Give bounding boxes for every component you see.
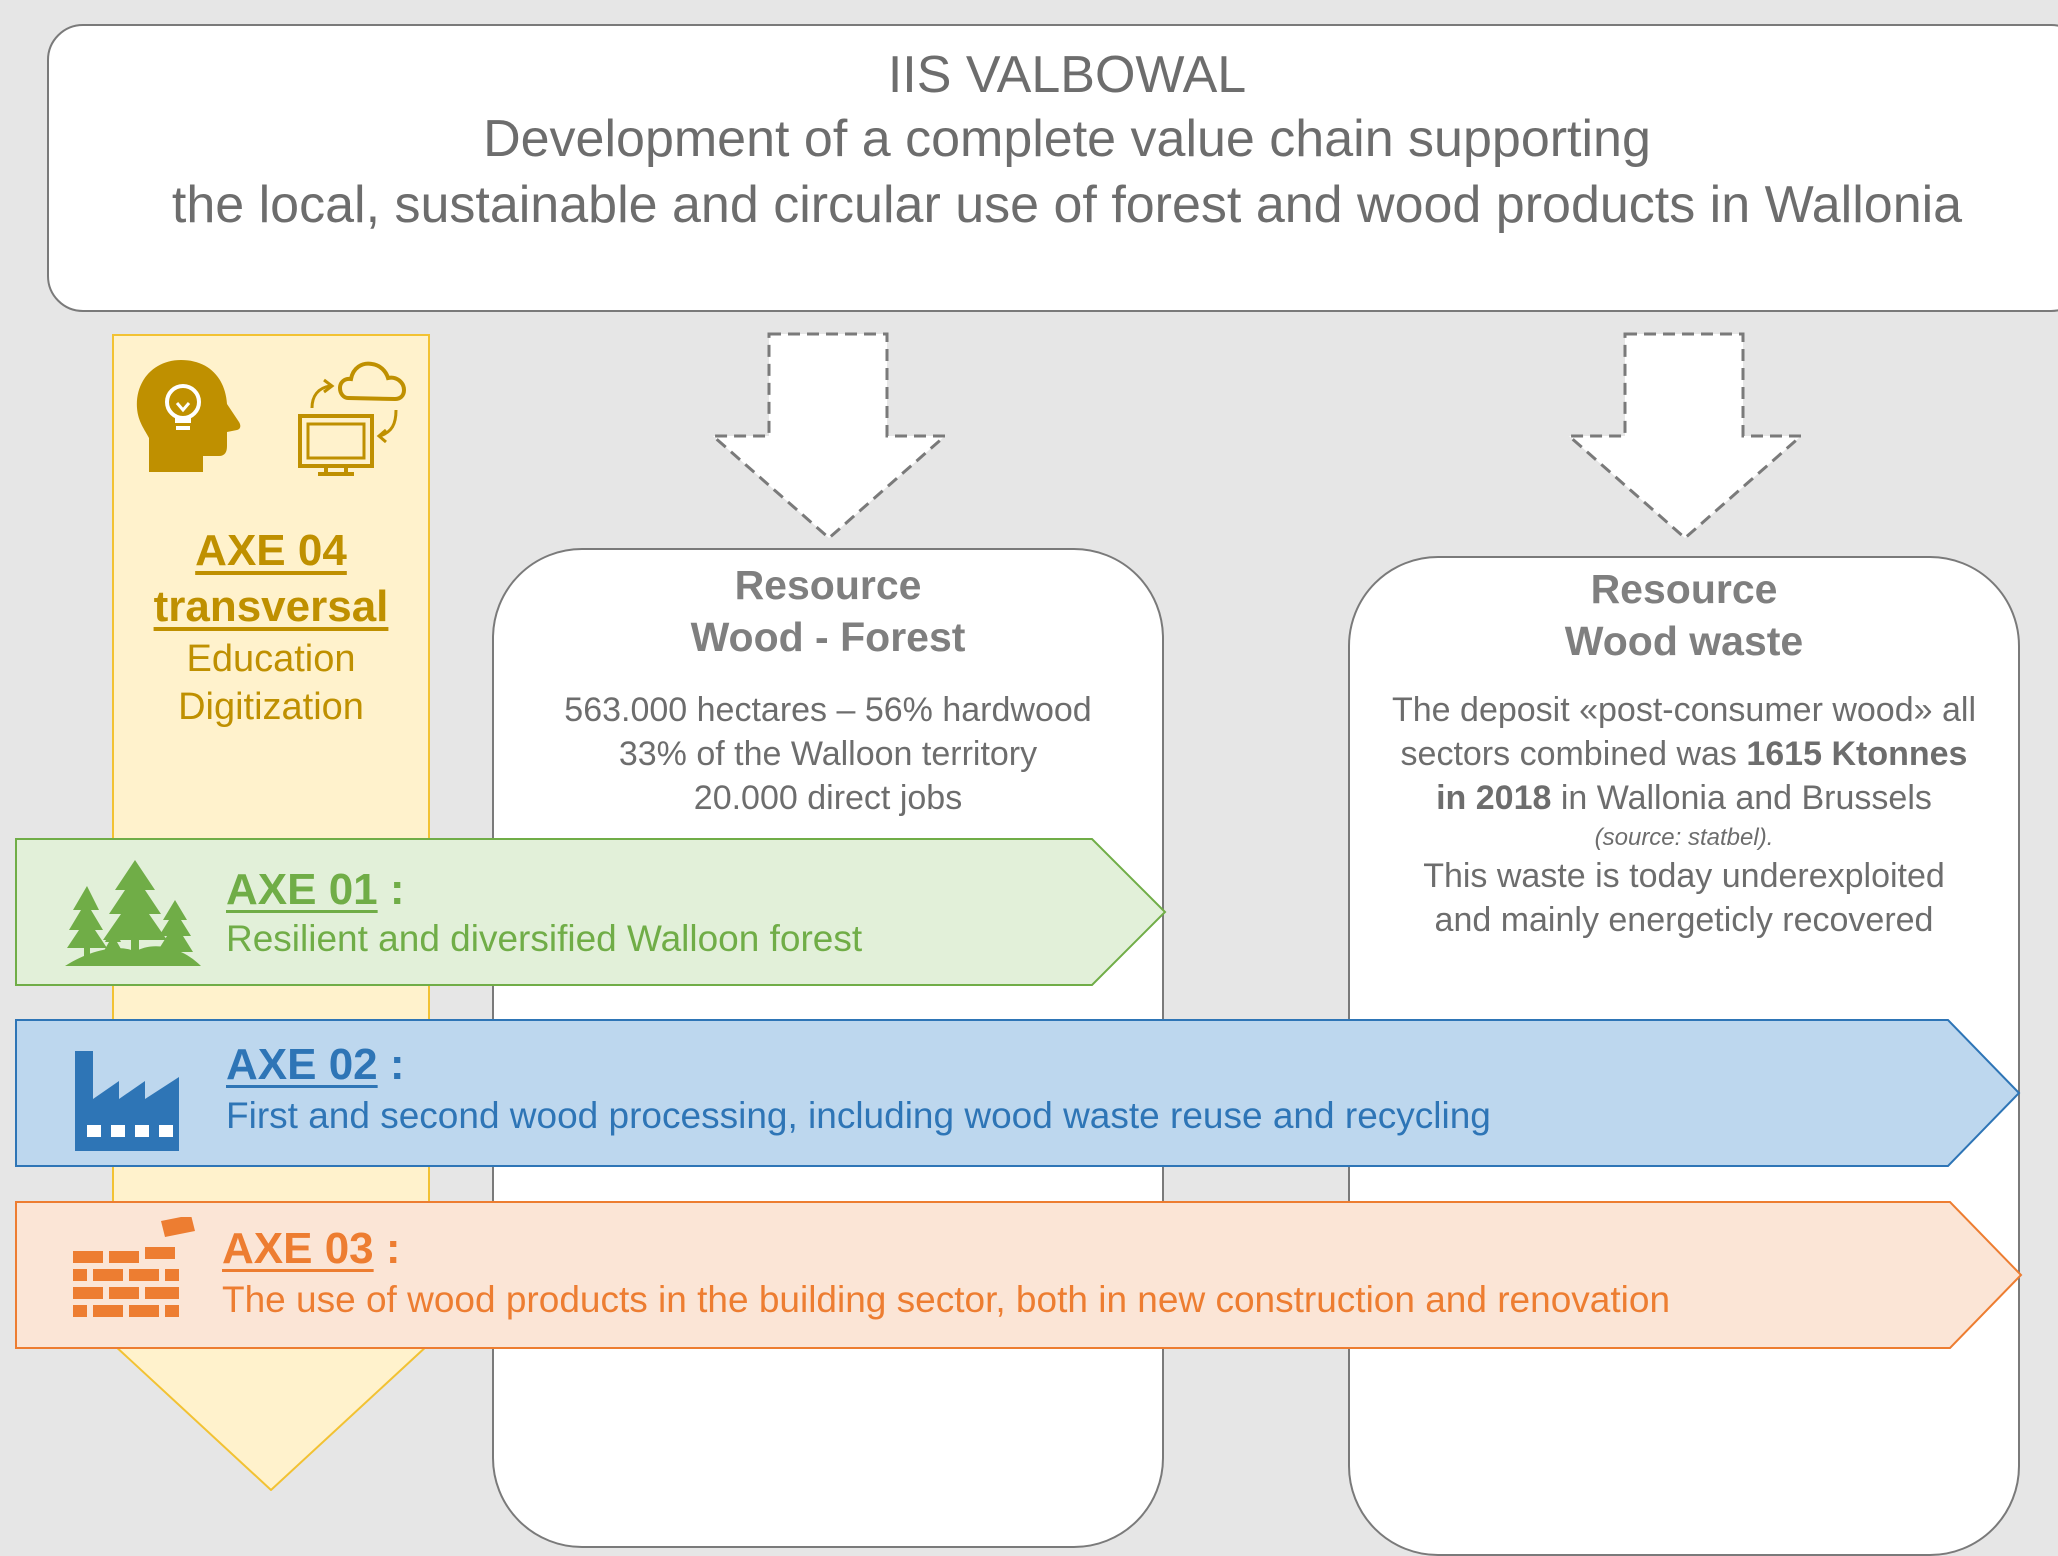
dashed-down-arrow-forest — [709, 332, 949, 547]
axe02-title: AXE 02 : — [226, 1040, 405, 1089]
computer-cloud-sync-icon — [296, 352, 426, 476]
forest-trees-icon — [63, 856, 203, 972]
dashed-down-arrow-waste — [1565, 332, 1805, 547]
resource-waste-body-line3: in 2018 in Wallonia and Brussels — [1436, 779, 1932, 817]
resource-forest-body-line2: 33% of the Walloon territory — [618, 735, 1038, 773]
resource-waste-body-line2: sectors combined was 1615 Ktonnes — [1400, 735, 1968, 773]
resource-waste-body-line4: This waste is today underexploited — [1423, 857, 1945, 895]
resource-waste-source: (source: statbel). — [1594, 824, 1774, 851]
resource-waste-body-line1: The deposit «post-consumer wood» all — [1392, 691, 1976, 729]
factory-icon — [73, 1047, 183, 1151]
header-subtitle-line1: Development of a complete value chain su… — [483, 110, 1651, 168]
axe02-description: First and second wood processing, includ… — [226, 1095, 1491, 1136]
resource-forest-body-line1: 563.000 hectares – 56% hardwood — [564, 691, 1092, 729]
head-lightbulb-icon — [133, 356, 243, 476]
axe04-education-label: Education — [186, 638, 356, 680]
axe04-subtitle: transversal — [153, 582, 389, 631]
axe03-description: The use of wood products in the building… — [222, 1279, 1671, 1320]
axe01-banner: AXE 01 : Resilient and diversified Wallo… — [15, 838, 1167, 986]
axe03-banner: AXE 03 : The use of wood products in the… — [15, 1201, 2023, 1349]
resource-forest-title2: Wood - Forest — [690, 614, 966, 660]
axe04-title: AXE 04 — [195, 526, 347, 575]
resource-forest-body-line3: 20.000 direct jobs — [693, 779, 963, 817]
axe01-title: AXE 01 : — [226, 865, 405, 914]
resource-forest-title1: Resource — [734, 562, 922, 608]
axe04-digitization-label: Digitization — [178, 686, 364, 728]
header-box: IIS VALBOWAL Development of a complete v… — [47, 24, 2058, 312]
resource-waste-title2: Wood waste — [1564, 618, 1804, 664]
resource-waste-body-line5: and mainly energeticly recovered — [1434, 901, 1934, 939]
brick-wall-icon — [71, 1217, 197, 1325]
header-subtitle-line2: the local, sustainable and circular use … — [171, 176, 1963, 234]
axe01-description: Resilient and diversified Walloon forest — [226, 918, 863, 959]
axe02-banner: AXE 02 : First and second wood processin… — [15, 1019, 2021, 1167]
resource-waste-title1: Resource — [1590, 566, 1778, 612]
axe03-title: AXE 03 : — [222, 1224, 401, 1273]
header-title: IIS VALBOWAL — [887, 46, 1247, 104]
